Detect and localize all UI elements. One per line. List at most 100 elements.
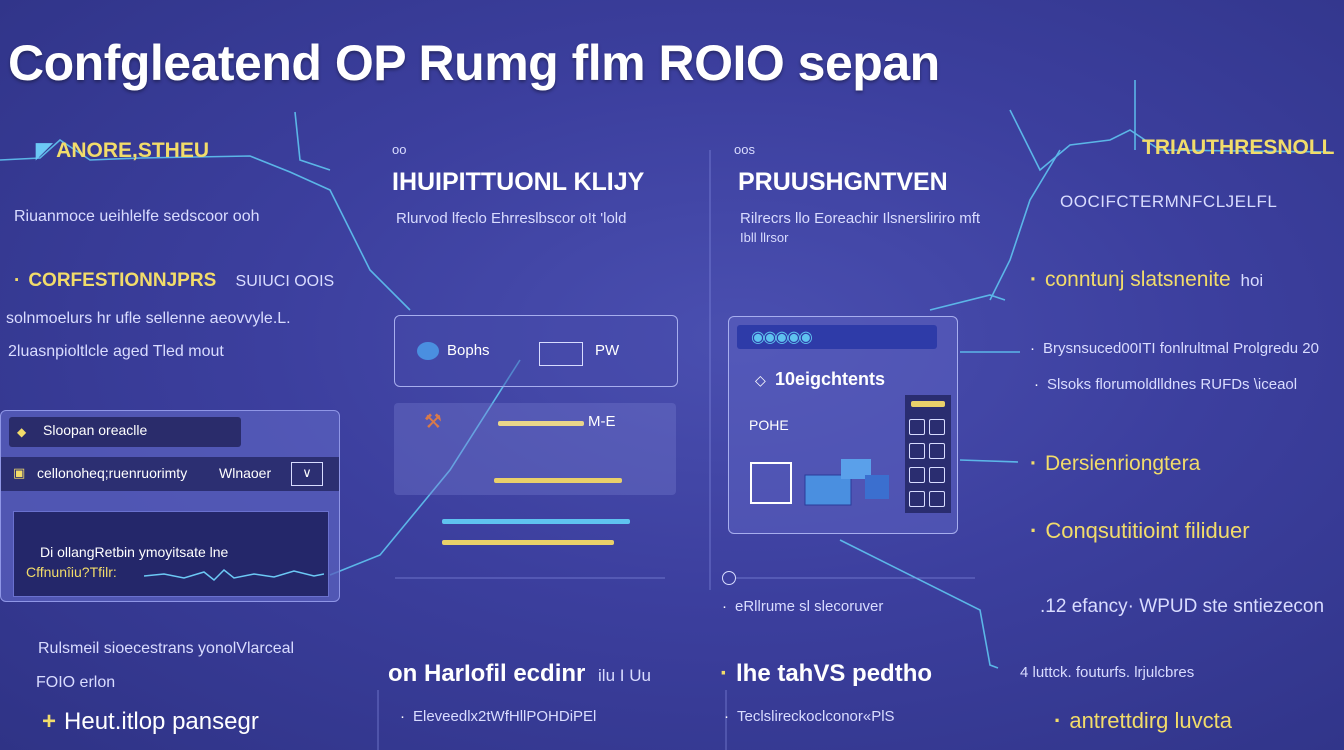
middle-footer-header: · lhe tahVS pedtho xyxy=(720,660,932,688)
right-subtitle: OOCIFCTERMNFCLJELFL xyxy=(1060,192,1278,211)
left-header: ◤ANORE,STHEU xyxy=(36,138,209,163)
left-footer: + Heut.itlop pansegr xyxy=(42,708,259,736)
center-bar-label: M-E xyxy=(588,413,616,430)
file-icon: ▣ xyxy=(13,466,26,481)
bullet-icon: · xyxy=(1034,376,1039,393)
hammer-icon: ⚒ xyxy=(424,409,442,433)
robot-arm-icon xyxy=(745,445,905,517)
side-toolbar xyxy=(905,395,951,513)
left-card-text-2: Cffnunîiu?Tfilr: xyxy=(26,564,117,580)
middle-footer-sub: · Teclslireckoclconor«PlS xyxy=(724,708,895,725)
center-subtitle: Rlurvod lfeclo Ehrreslbscor o!t 'lold xyxy=(396,210,627,227)
middle-subtitle-2: Ibll llrsor xyxy=(740,230,789,245)
window-icon xyxy=(539,342,583,366)
right-footer: · antrettdirg luvcta xyxy=(1054,708,1232,734)
left-card-row-2[interactable]: ▣ cellonoheq;ruenruorimty Wlnaoer ∨ xyxy=(1,457,339,491)
middle-footer-header-text: lhe tahVS pedtho xyxy=(736,660,933,687)
center-footer-header-text: on HarIofil ecdinr xyxy=(388,660,586,687)
bullet-icon: · xyxy=(1054,708,1062,733)
bullet-icon: · xyxy=(400,708,405,725)
left-header-text: ANORE,STHEU xyxy=(56,139,210,162)
left-card-screen: Di ollangRetbin ymoyitsate lne Cffnunîiu… xyxy=(13,511,329,597)
left-line-3: 2luasnpioltlcle aged Tled mout xyxy=(8,343,224,360)
right-item-2: · Dersienriongtera xyxy=(1030,452,1200,476)
right-item-1-tail: hoi xyxy=(1240,271,1264,290)
center-panel-label: Bophs xyxy=(447,342,490,359)
left-note-1: Rulsmeil sioecestrans yonolVlarceal xyxy=(38,640,295,657)
right-item-3-label: Conqsutitioint filiduer xyxy=(1045,518,1250,543)
left-footer-text: Heut.itlop pansegr xyxy=(64,708,259,735)
bullet-icon: · xyxy=(720,660,728,687)
right-item-2-label: Dersienriongtera xyxy=(1045,452,1201,475)
arrow-icon: ◤ xyxy=(36,139,53,162)
chain-icon: ◉◉◉◉◉ xyxy=(751,327,813,346)
middle-subtitle: Rilrecrs llo Eoreachir Ilsnersliriro mft xyxy=(740,210,981,227)
middle-panel-tag: POHE xyxy=(749,417,789,433)
bullet-icon: · xyxy=(1030,340,1035,357)
folder-icon: ◆ xyxy=(17,425,27,439)
right-header: TRIAUTHRESNOLL xyxy=(1142,136,1335,159)
middle-panel-label: 10eigchtents xyxy=(775,369,886,389)
left-card-text: Di ollangRetbin ymoyitsate lne xyxy=(40,544,229,560)
bullet-icon: · xyxy=(1030,268,1037,291)
toolbar-square-icon[interactable] xyxy=(929,443,945,459)
waveform-icon xyxy=(144,568,324,582)
center-panel[interactable]: Bophs PW xyxy=(394,315,678,387)
bullet-icon: · xyxy=(1030,518,1038,543)
right-line-2: · Slsoks florumoldlldnes RUFDs \iceaol xyxy=(1034,376,1297,393)
bullet-icon: · xyxy=(14,270,21,291)
left-note-2: FOIO erlon xyxy=(36,674,116,691)
right-item-1: · conntunj slatsnenite hoi xyxy=(1030,268,1263,292)
toolbar-square-icon[interactable] xyxy=(909,491,925,507)
page-title: Confgleatend OP Rumg flm ROIO sepan xyxy=(8,35,940,91)
toolbar-accent xyxy=(911,401,945,407)
toolbar-square-icon[interactable] xyxy=(909,443,925,459)
right-item-3: · Conqsutitioint filiduer xyxy=(1030,518,1250,544)
right-item-1-label: conntunj slatsnenite xyxy=(1045,268,1231,291)
right-line-4: 4 luttck. fouturfs. lrjulcbres xyxy=(1020,664,1195,681)
chevron-down-icon[interactable]: ∨ xyxy=(291,462,323,486)
left-item-1-tail: SUIUCI OOIS xyxy=(235,273,335,290)
bullet-icon: · xyxy=(724,708,729,725)
right-line-1-text: Brysnsuced00ITI fonlrultmal Prolgredu 20 xyxy=(1043,340,1319,357)
circle-icon xyxy=(417,342,439,360)
left-card-row-2-label: cellonoheq;ruenruorimty xyxy=(37,465,188,481)
bullet-icon: · xyxy=(1030,452,1037,475)
diamond-icon: ◇ xyxy=(755,373,766,389)
right-footer-text: antrettdirg luvcta xyxy=(1069,708,1232,733)
toolbar-square-icon[interactable] xyxy=(929,467,945,483)
center-footer-header: on HarIofil ecdinr ilu I Uu xyxy=(388,660,651,688)
center-panel-tag: PW xyxy=(595,342,620,359)
toolbar-square-icon[interactable] xyxy=(909,467,925,483)
toolbar-square-icon[interactable] xyxy=(909,419,925,435)
bullet-icon: · xyxy=(722,598,727,615)
yellow-bar-2 xyxy=(442,540,614,545)
right-line-2-text: Slsoks florumoldlldnes RUFDs \iceaol xyxy=(1047,376,1298,393)
left-card-row-1-label: Sloopan oreaclle xyxy=(43,422,148,438)
toolbar-square-icon[interactable] xyxy=(929,491,945,507)
center-top-bar xyxy=(498,421,584,426)
middle-note: · eRllrume sl slecoruver xyxy=(722,598,883,615)
right-line-3: .12 efancy· WPUD ste sntiezecon xyxy=(1040,596,1325,617)
left-subtitle: Riuanmoce ueihlelfe sedscoor ooh xyxy=(14,208,260,225)
left-item-1-label: CORFESTIONNJPRS xyxy=(28,270,217,291)
left-card-row-1[interactable]: ◆ Sloopan oreaclle xyxy=(9,417,241,447)
middle-panel-header: ◉◉◉◉◉ xyxy=(737,325,937,349)
middle-note-text: eRllrume sl slecoruver xyxy=(735,598,884,615)
center-header: IHUIPITTUONL KLIJY xyxy=(392,168,645,196)
cyan-bar xyxy=(442,519,630,524)
middle-footer-sub-text: Teclslireckoclconor«PlS xyxy=(737,708,895,725)
yellow-bar-1 xyxy=(494,478,622,483)
left-card-row-2-right: Wlnaoer xyxy=(219,465,272,481)
middle-panel[interactable]: ◉◉◉◉◉ ◇ 10eigchtents POHE xyxy=(728,316,958,534)
toolbar-square-icon[interactable] xyxy=(929,419,945,435)
left-card: ◆ Sloopan oreaclle ▣ cellonoheq;ruenruor… xyxy=(0,410,340,602)
middle-header: PRUUSHGNTVEN xyxy=(738,168,948,196)
left-item-1: · CORFESTIONNJPRS SUIUCI OOIS xyxy=(14,270,334,292)
center-footer-sub: ·Eleveedlx2tWfHllPOHDiPEl xyxy=(400,708,596,725)
left-line-2: solnmoelurs hr ufle sellenne aeovvyle.L. xyxy=(6,310,291,327)
plus-icon: + xyxy=(42,708,57,735)
middle-small-label: oos xyxy=(734,142,755,157)
center-small-label: oo xyxy=(392,142,407,157)
